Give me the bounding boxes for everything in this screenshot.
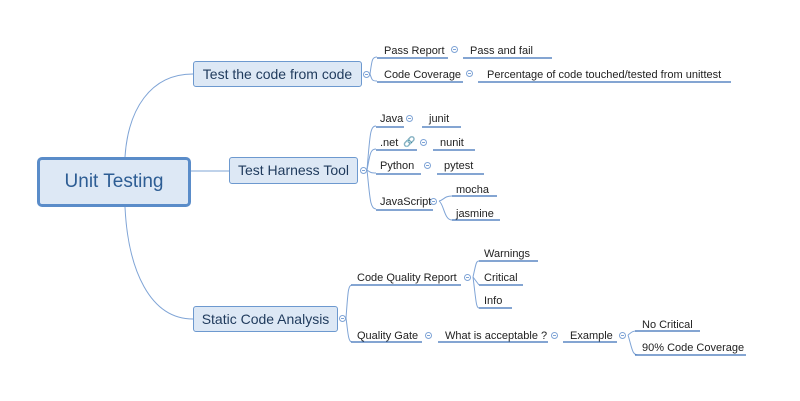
connector-line — [627, 334, 639, 356]
connector-line — [472, 276, 480, 309]
subtopic-quality-gate[interactable]: Quality Gate — [357, 330, 419, 342]
topic-test-harness-tool[interactable]: Test Harness Tool — [229, 157, 358, 184]
leaf-warnings[interactable]: Warnings — [484, 248, 531, 260]
connector-line — [438, 195, 453, 202]
leaf-pytest[interactable]: pytest — [444, 160, 474, 172]
root-topic-unit-testing[interactable]: Unit Testing — [37, 157, 191, 207]
collapse-toggle-icon[interactable] — [425, 332, 432, 339]
connector-line — [369, 73, 378, 82]
collapse-toggle-icon[interactable] — [424, 162, 431, 169]
connector-line — [345, 317, 353, 343]
collapse-toggle-icon[interactable] — [339, 315, 346, 322]
subtopic-java[interactable]: Java — [380, 113, 404, 125]
leaf-90-code-coverage[interactable]: 90% Code Coverage — [642, 342, 745, 354]
connector-line — [472, 260, 480, 278]
connector-line — [124, 73, 194, 158]
connector-line — [345, 284, 353, 319]
collapse-toggle-icon[interactable] — [363, 71, 370, 78]
collapse-toggle-icon[interactable] — [360, 167, 367, 174]
subtopic-code-coverage[interactable]: Code Coverage — [384, 69, 462, 81]
subtopic-python[interactable]: Python — [380, 160, 415, 172]
collapse-toggle-icon[interactable] — [420, 139, 427, 146]
connector-line — [366, 169, 377, 174]
collapse-toggle-icon[interactable] — [406, 115, 413, 122]
subtopic-code-quality-report[interactable]: Code Quality Report — [357, 272, 457, 284]
collapse-toggle-icon[interactable] — [551, 332, 558, 339]
topic-test-the-code-from-code[interactable]: Test the code from code — [193, 61, 362, 87]
subtopic-what-is-acceptable[interactable]: What is acceptable ? — [445, 330, 548, 342]
collapse-toggle-icon[interactable] — [430, 198, 437, 205]
leaf-mocha[interactable]: mocha — [456, 184, 490, 196]
leaf-percentage-of-code-tested[interactable]: Percentage of code touched/tested from u… — [487, 69, 722, 81]
connector-line — [366, 148, 377, 171]
link-icon[interactable]: 🔗 — [403, 137, 416, 148]
leaf-no-critical[interactable]: No Critical — [642, 319, 693, 331]
leaf-junit[interactable]: junit — [429, 113, 450, 125]
leaf-critical[interactable]: Critical — [484, 272, 518, 284]
collapse-toggle-icon[interactable] — [451, 46, 458, 53]
subtopic-pass-report[interactable]: Pass Report — [384, 45, 445, 57]
connector-line — [438, 200, 453, 221]
subtopic-example[interactable]: Example — [570, 330, 613, 342]
connector-line — [369, 56, 378, 75]
topic-static-code-analysis[interactable]: Static Code Analysis — [193, 306, 338, 332]
connector-line — [124, 206, 194, 320]
subtopic-javascript[interactable]: JavaScript — [380, 196, 432, 208]
leaf-jasmine[interactable]: jasmine — [456, 208, 494, 220]
connector-line — [472, 276, 480, 286]
subtopic-dotnet[interactable]: .net — [380, 137, 399, 149]
leaf-info[interactable]: Info — [484, 295, 503, 307]
leaf-nunit[interactable]: nunit — [440, 137, 464, 149]
collapse-toggle-icon[interactable] — [466, 70, 473, 77]
leaf-pass-and-fail[interactable]: Pass and fail — [470, 45, 533, 57]
collapse-toggle-icon[interactable] — [619, 332, 626, 339]
connector-line — [366, 125, 377, 171]
connector-line — [366, 169, 377, 210]
collapse-toggle-icon[interactable] — [464, 274, 471, 281]
